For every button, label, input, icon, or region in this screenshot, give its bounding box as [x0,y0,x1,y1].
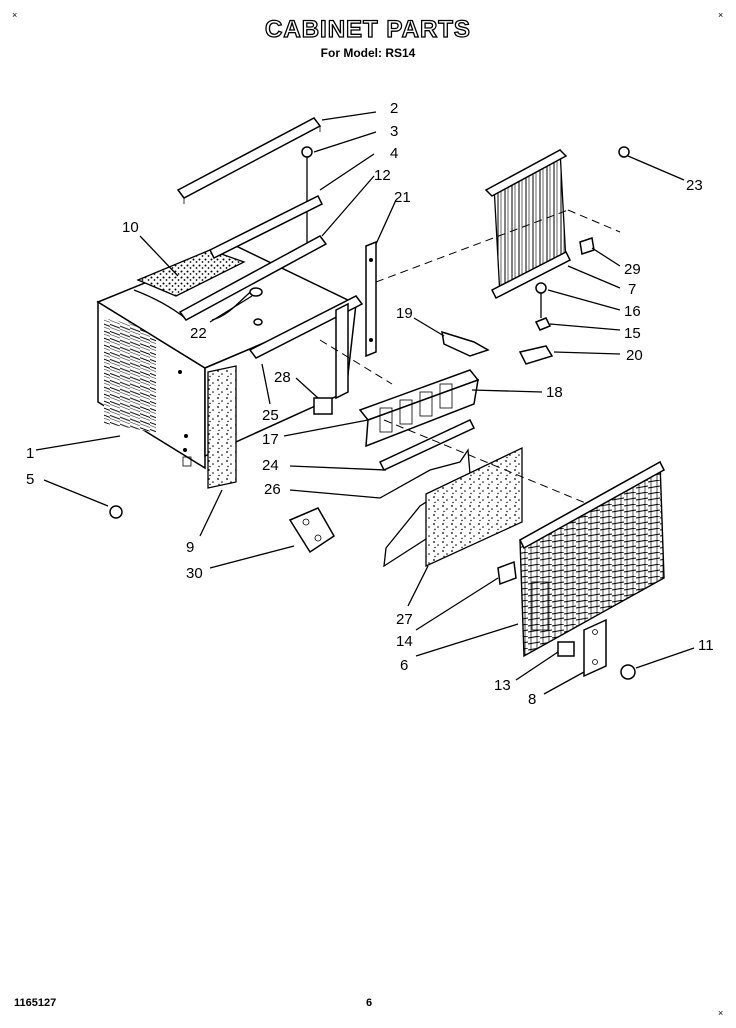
callout-30: 30 [186,565,203,582]
screw-part-3 [301,146,313,245]
callout-12: 12 [374,167,391,184]
callout-19: 19 [396,305,413,322]
callout-21: 21 [394,189,411,206]
callout-27: 27 [396,611,413,628]
front-grille-part-6 [519,460,665,658]
callout-16: 16 [624,303,641,320]
callout-13: 13 [494,677,511,694]
callout-2: 2 [390,100,398,117]
screw-part-5 [109,505,123,519]
control-panel-part-18 [358,369,480,448]
callout-labels: 2 3 4 12 21 10 22 23 29 7 16 15 19 20 28… [26,100,714,708]
callout-7: 7 [628,281,636,298]
bracket-part-21 [365,240,377,358]
model-subtitle: For Model: RS14 [320,46,416,60]
page-number: 6 [366,997,373,1009]
callout-9: 9 [186,539,194,556]
alignment-lines [319,209,621,505]
screw-part-16 [535,282,547,318]
callout-22: 22 [190,325,207,342]
plug-part-22 [249,287,263,326]
lower-rail-part-24 [378,419,476,471]
rail-part-12 [178,235,328,321]
callout-8: 8 [528,691,536,708]
callout-17: 17 [262,431,279,448]
bracket-part-8 [583,618,607,678]
screw-part-11 [620,664,636,680]
bracket-part-19 [441,330,490,357]
top-insulation-part-10 [136,249,246,297]
corner-mark-top-left: × [12,10,18,20]
document-part-number: 1165127 [14,997,57,1009]
callout-23: 23 [686,177,703,194]
clip-part-14 [497,560,517,586]
callout-20: 20 [626,347,643,364]
callout-25: 25 [262,407,279,424]
bracket-part-20 [518,345,554,365]
callout-18: 18 [546,384,563,401]
page-title: CABINET PARTS [264,15,471,43]
washer-part-15 [534,317,552,331]
leader-lines [35,111,695,695]
corner-mark-bottom-right: × [718,1008,724,1018]
clip-part-28 [313,397,333,415]
knob-part-13 [557,641,575,657]
bracket-part-30 [288,507,335,554]
clip-part-29 [579,237,595,255]
corner-mark-top-right: × [718,10,724,20]
rail-part-4 [208,194,324,260]
callout-29: 29 [624,261,641,278]
condenser-coil-part-7 [484,148,572,300]
top-rail-part-2 [176,117,322,204]
callout-1: 1 [26,445,34,462]
base-rail-part-25 [248,295,364,400]
front-gasket-part-9 [207,365,237,489]
callout-14: 14 [396,633,413,650]
callout-26: 26 [264,481,281,498]
filter-part-27 [425,446,523,568]
callout-4: 4 [390,145,398,162]
screw-part-23 [618,146,630,158]
callout-11: 11 [698,637,714,654]
callout-5: 5 [26,471,34,488]
callout-28: 28 [274,369,291,386]
callout-24: 24 [262,457,279,474]
callout-6: 6 [400,657,408,674]
callout-10: 10 [122,219,139,236]
callout-3: 3 [390,123,398,140]
callout-15: 15 [624,325,641,342]
